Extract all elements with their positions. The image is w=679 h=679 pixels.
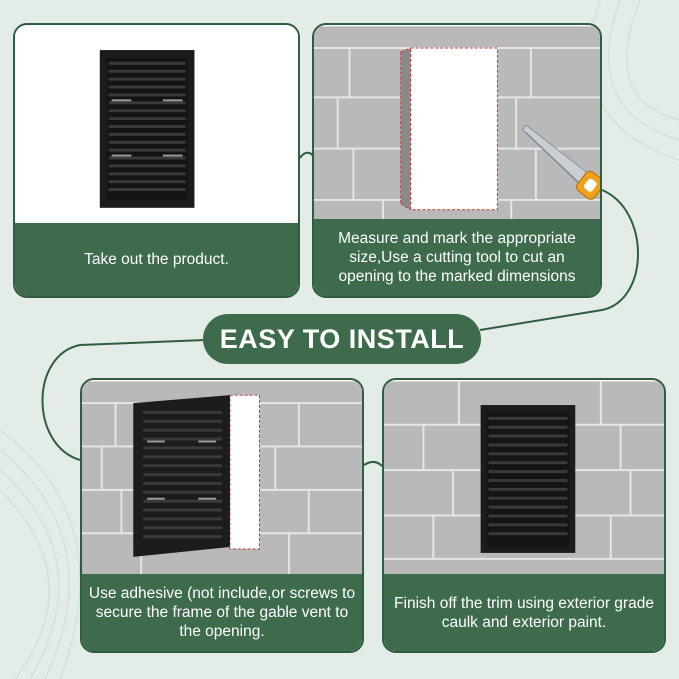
step-4-card: Finish off the trim using exterior grade… xyxy=(382,378,666,653)
cut-opening xyxy=(400,47,498,211)
step-4-illustration xyxy=(384,381,664,575)
step-3-card: Use adhesive (not include,or screws to s… xyxy=(80,378,364,653)
step-2-caption: Measure and mark the appropriate size,Us… xyxy=(314,219,600,296)
gable-vent-installing xyxy=(133,395,230,557)
step-3-caption: Use adhesive (not include,or screws to s… xyxy=(82,574,362,651)
step-2-card: Measure and mark the appropriate size,Us… xyxy=(312,23,602,298)
wall-opening xyxy=(229,394,260,550)
step-1-caption: Take out the product. xyxy=(15,223,298,296)
step-4-caption: Finish off the trim using exterior grade… xyxy=(384,574,664,651)
page-title: EASY TO INSTALL xyxy=(203,314,481,364)
gable-vent-product xyxy=(99,50,195,208)
step-2-illustration xyxy=(314,26,600,220)
gable-vent-installed xyxy=(480,405,576,553)
hand-saw-icon xyxy=(521,124,600,200)
step-1-illustration xyxy=(15,26,298,224)
step-1-card: Take out the product. xyxy=(13,23,300,298)
step-3-illustration xyxy=(82,381,362,575)
